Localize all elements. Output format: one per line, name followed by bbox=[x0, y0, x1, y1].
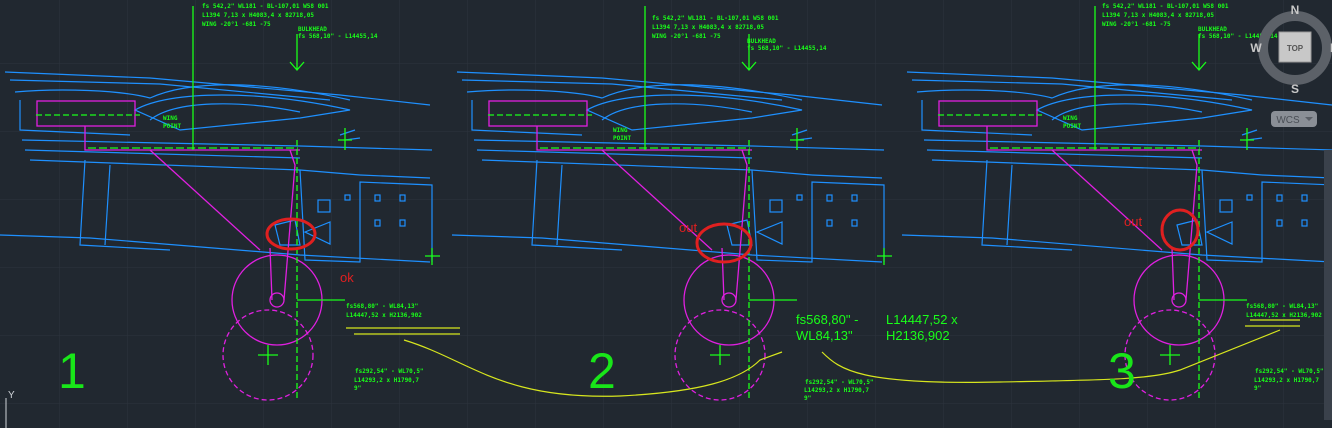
viewcube-top-face[interactable] bbox=[1278, 31, 1312, 63]
view-number: 3 bbox=[1108, 343, 1136, 399]
lower-note: L14293,2 x H1790,7 bbox=[804, 387, 869, 394]
view-1-annotations: fs 542,2" WL181 - BL-107,01 W58 001 L139… bbox=[58, 3, 424, 399]
wing-note: WING -20°1 -681 -75 bbox=[202, 21, 271, 28]
gear-note: fs568,80" - bbox=[796, 312, 858, 327]
view-number: 1 bbox=[58, 343, 86, 399]
compass-west[interactable]: W bbox=[1250, 41, 1262, 55]
wing-point-label: WING bbox=[613, 127, 628, 134]
lower-note: 9" bbox=[804, 395, 811, 402]
wing-point-label: POINT bbox=[1063, 123, 1081, 130]
gear-note: fs568,80" - WL84,13" bbox=[1246, 303, 1318, 310]
wcs-menu-button[interactable] bbox=[1271, 111, 1317, 127]
view-3-annotations: fs 542,2" WL181 - BL-107,01 W58 001 L139… bbox=[1063, 3, 1324, 399]
leader-lines bbox=[346, 319, 1300, 397]
bulkhead-note: fs 568,10" - L14455,14 bbox=[1198, 33, 1278, 40]
gear-note: H2136,902 bbox=[886, 328, 950, 343]
gear-note: L14447,52 x bbox=[886, 312, 958, 327]
wcs-label: WCS bbox=[1276, 115, 1300, 126]
wing-note: L1394 7,13 x H4083,4 x 82718,05 bbox=[1102, 12, 1214, 19]
lower-note: fs292,54" - WL70,5" bbox=[355, 368, 424, 375]
lower-note: 9" bbox=[1254, 385, 1261, 392]
ucs-icon: Y bbox=[5, 390, 15, 428]
wing-note: WING -20°1 -681 -75 bbox=[652, 33, 721, 40]
red-marks bbox=[265, 208, 1200, 264]
compass-north[interactable]: N bbox=[1291, 3, 1300, 17]
ucs-y-label: Y bbox=[8, 390, 15, 401]
compass-south[interactable]: S bbox=[1291, 82, 1299, 96]
status-label: out bbox=[1124, 214, 1142, 229]
lower-note: fs292,54" - WL70,5" bbox=[1255, 368, 1324, 375]
lower-note: L14293,2 x H1790,7 bbox=[1254, 377, 1319, 384]
compass-east[interactable]: E bbox=[1330, 41, 1332, 55]
compass-ring[interactable] bbox=[1258, 11, 1332, 85]
bulkhead-label: BULKHEAD bbox=[747, 38, 776, 45]
bulkhead-label: BULKHEAD bbox=[298, 26, 327, 33]
wing-note: fs 542,2" WL181 - BL-107,01 W58 001 bbox=[202, 3, 329, 10]
viewcube-top-label: TOP bbox=[1287, 44, 1304, 53]
lower-note: L14293,2 x H1790,7 bbox=[354, 377, 419, 384]
gear-note: L14447,52 x H2136,902 bbox=[1246, 312, 1322, 319]
wing-point-label: WING bbox=[163, 115, 178, 122]
wing-point-label: POINT bbox=[613, 135, 631, 142]
bulkhead-note: fs 568,10" - L14455,14 bbox=[747, 45, 827, 52]
lower-note: fs292,54" - WL70,5" bbox=[805, 379, 874, 386]
bulkhead-label: BULKHEAD bbox=[1198, 26, 1227, 33]
wing-point-label: WING bbox=[1063, 115, 1078, 122]
status-label: ok bbox=[340, 270, 354, 285]
wing-note: fs 542,2" WL181 - BL-107,01 W58 001 bbox=[652, 15, 779, 22]
gear-note: fs568,80" - WL84,13" bbox=[346, 303, 418, 310]
status-label: out bbox=[679, 220, 697, 235]
bulkhead-note: fs 568,10" - L14455,14 bbox=[298, 33, 378, 40]
wing-note: L1394 7,13 x H4083,4 x 82718,05 bbox=[652, 24, 764, 31]
wing-note: WING -20°1 -681 -75 bbox=[1102, 21, 1171, 28]
viewcube[interactable]: TOP N S W E WCS bbox=[1250, 3, 1332, 127]
view-2-annotations: fs 542,2" WL181 - BL-107,01 W58 001 L139… bbox=[588, 15, 958, 402]
wing-note: fs 542,2" WL181 - BL-107,01 W58 001 bbox=[1102, 3, 1229, 10]
view-number: 2 bbox=[588, 343, 616, 399]
gear-note: L14447,52 x H2136,902 bbox=[346, 312, 422, 319]
lower-note: 9" bbox=[354, 385, 361, 392]
chevron-down-icon bbox=[1305, 117, 1313, 121]
wing-point-label: POINT bbox=[163, 123, 181, 130]
navigation-bar-edge[interactable] bbox=[1324, 150, 1332, 420]
wing-note: L1394 7,13 x H4083,4 x 82718,05 bbox=[202, 12, 314, 19]
gear-note: WL84,13" bbox=[796, 328, 853, 343]
